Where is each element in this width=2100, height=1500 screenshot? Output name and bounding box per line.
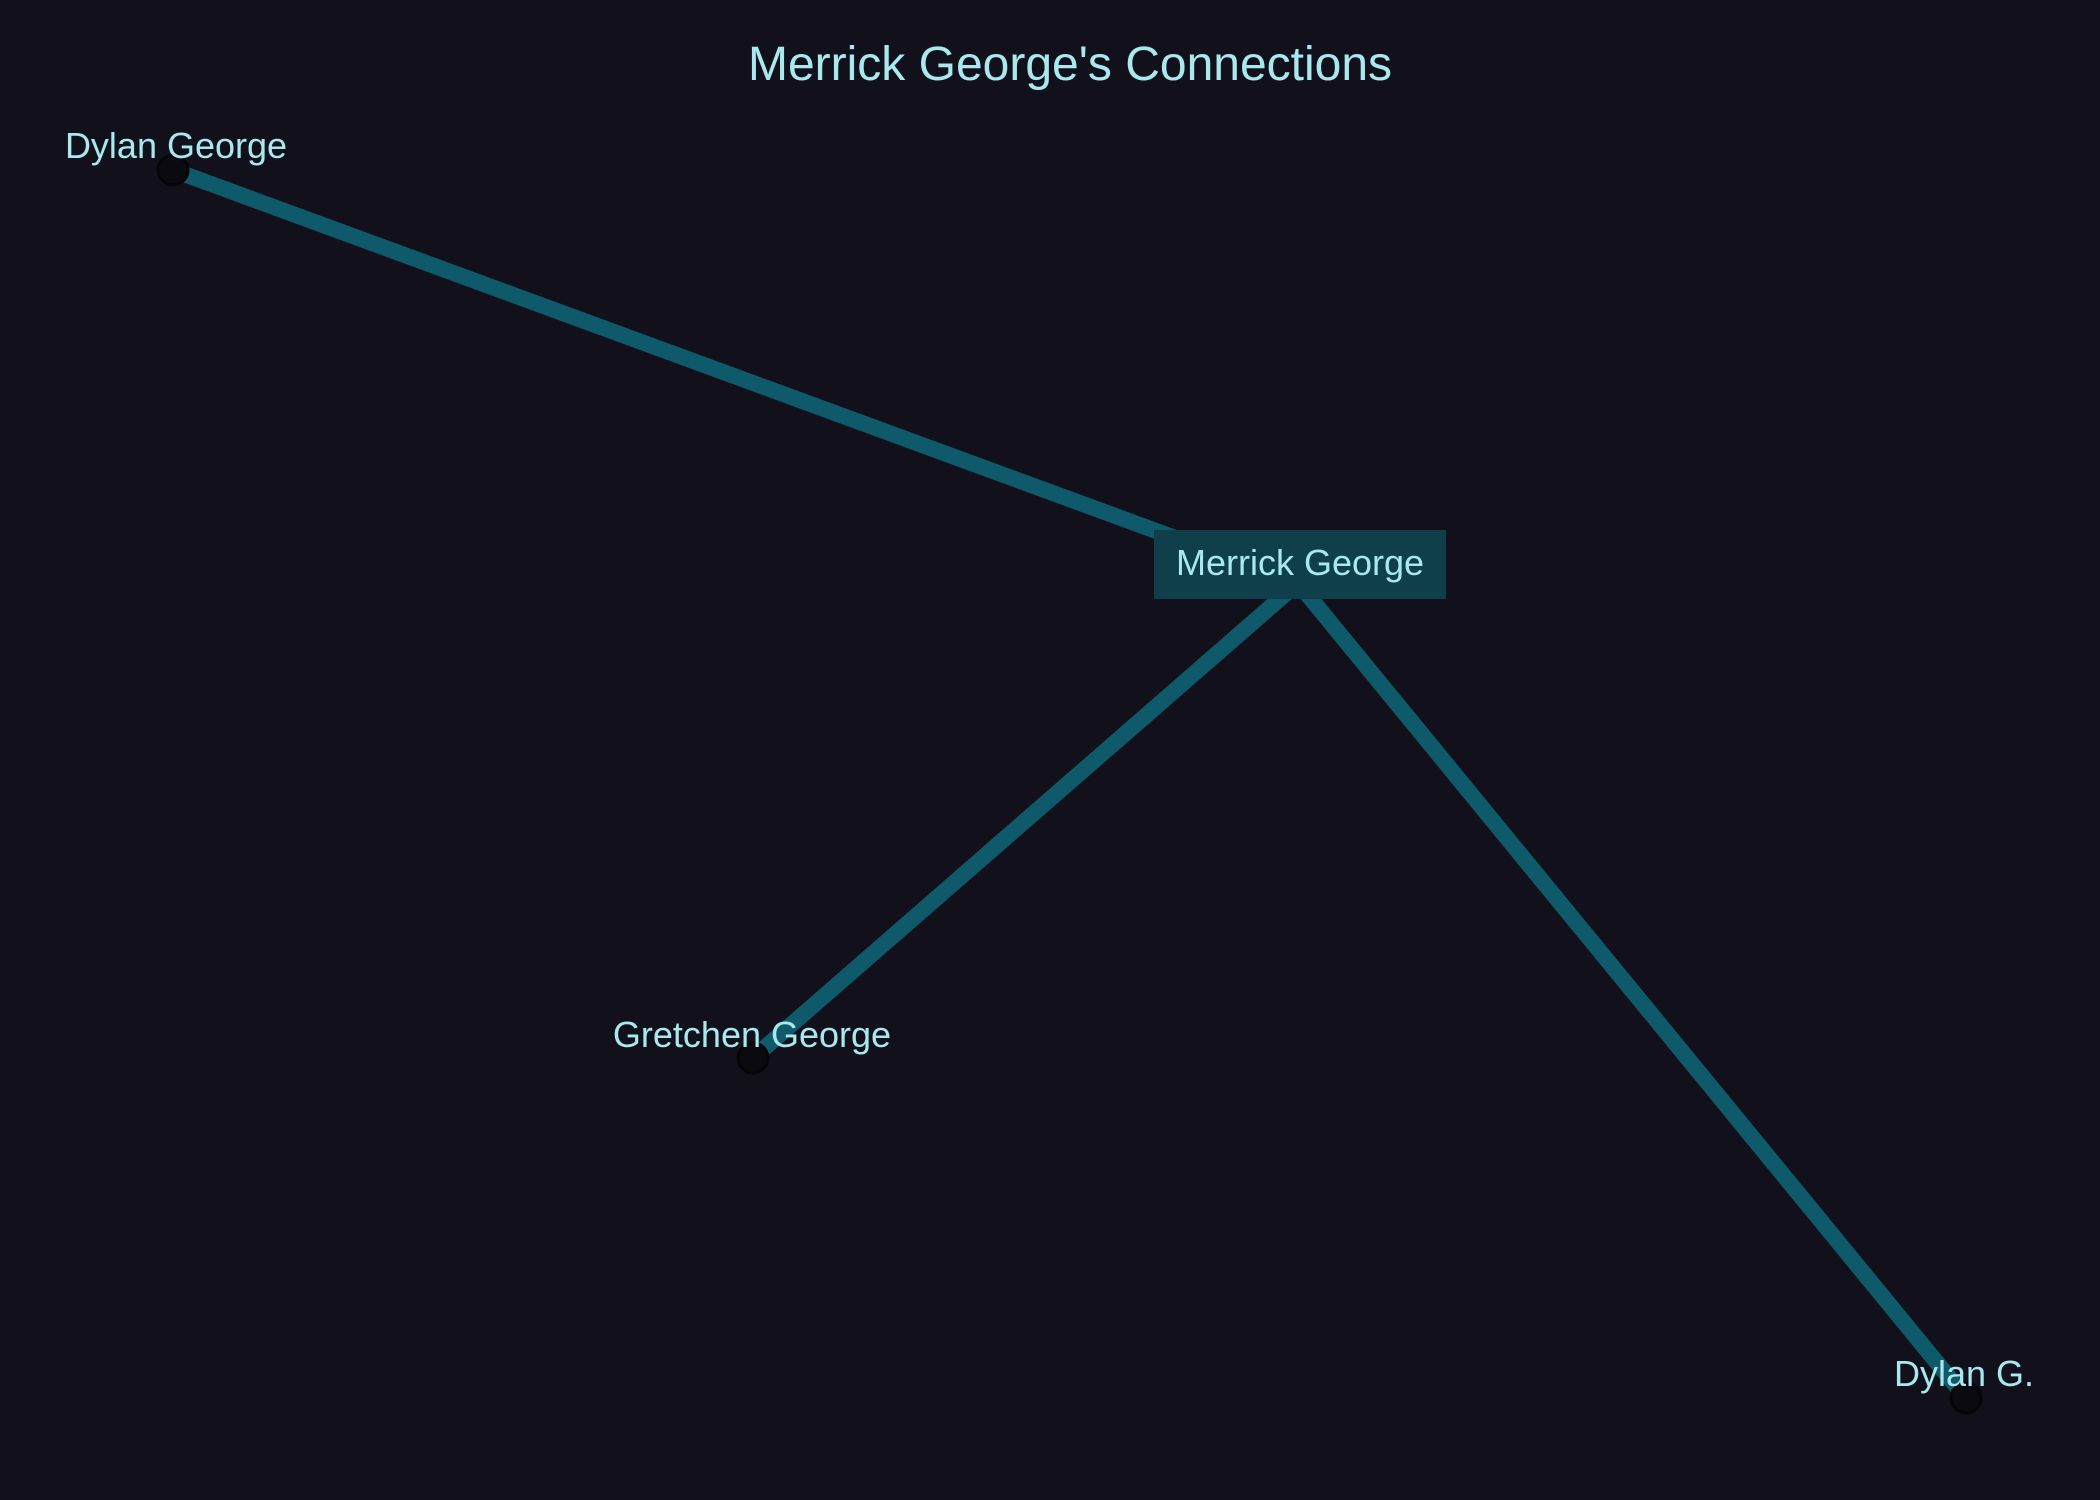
node-marker — [156, 153, 190, 187]
edges-layer — [170, 162, 1973, 1404]
node-label: Merrick George — [1176, 542, 1424, 583]
nodes-layer: Dylan George Merrick George Gretchen Geo… — [65, 125, 2034, 1415]
edge-merrick-dylan-g — [1291, 577, 1973, 1404]
node-label: Gretchen George — [613, 1014, 891, 1055]
node-marker — [1949, 1381, 1983, 1415]
node-label: Dylan G. — [1894, 1353, 2034, 1394]
node-dylan-g[interactable]: Dylan G. — [1894, 1353, 2034, 1415]
node-merrick-george[interactable]: Merrick George — [1154, 530, 1446, 599]
edge-merrick-dylan-george — [170, 162, 1301, 591]
node-marker — [736, 1041, 770, 1075]
node-gretchen-george[interactable]: Gretchen George — [613, 1014, 891, 1075]
center-label-box — [1154, 530, 1446, 599]
node-dylan-george[interactable]: Dylan George — [65, 125, 287, 187]
edge-merrick-gretchen — [747, 576, 1304, 1065]
diagram-title: Merrick George's Connections — [748, 38, 1392, 91]
node-label: Dylan George — [65, 125, 287, 166]
